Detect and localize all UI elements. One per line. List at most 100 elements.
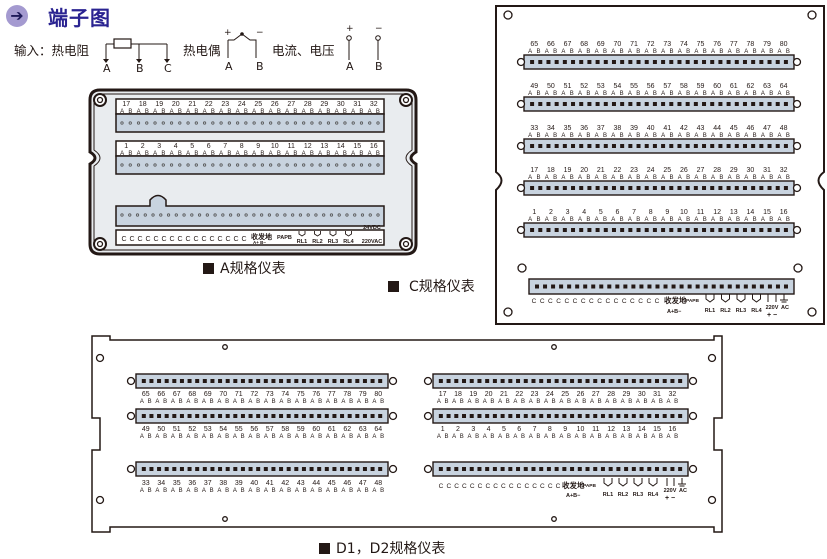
panel-c-row-0-number: 65 (530, 41, 538, 48)
terminal-pin (516, 467, 521, 471)
screw-center (402, 96, 410, 104)
terminal-pin (654, 414, 659, 418)
panel-d-right-row-1-sub-a: A (483, 434, 487, 440)
rtd-terminal-a: A (103, 62, 111, 75)
panel-d-right-row-0-number: 17 (439, 391, 447, 398)
panel-d-right-row-0-sub-b: B (536, 399, 540, 405)
panel-a-top-row-sub-b: B (128, 109, 132, 115)
terminal-pin (446, 467, 451, 471)
panel-c-row-2-sub-a: A (678, 133, 682, 139)
terminal-screw (120, 213, 124, 217)
terminal-screw (219, 121, 223, 125)
terminal-pin (639, 284, 644, 289)
panel-a-bottom-row-sub-a: A (269, 151, 273, 157)
terminal-pin (603, 102, 608, 106)
comm-label: 收发地 (664, 295, 687, 305)
terminal-pin (562, 144, 567, 148)
panel-d-left-row-1-sub-a: A (310, 434, 314, 440)
terminal-pin (530, 186, 535, 190)
panel-c-row-1-number: 55 (630, 83, 638, 90)
terminal-pin (742, 144, 747, 148)
terminal-pin (546, 228, 551, 232)
panel-a-bottom-row-sub-a: A (368, 151, 372, 157)
panel-d-left-row-2-sub-b: B (256, 488, 260, 494)
terminal-pin (554, 102, 559, 106)
terminal-pin (362, 414, 367, 418)
panel-d-right-row-1-sub-b: B (490, 434, 494, 440)
screw-center (96, 240, 104, 248)
panel-d-right-row-1-number: 4 (487, 426, 491, 433)
panel-d-left-row-2-sub-b: B (380, 488, 384, 494)
terminal-pin (579, 60, 584, 64)
panel-d-left-row-0-sub-a: A (155, 399, 159, 405)
panel-a-bottom-row-sub-a: A (285, 151, 289, 157)
terminal-pin (454, 467, 459, 471)
panel-c-row-2-number: 41 (663, 125, 671, 132)
panel-d-right-row-1-sub-a: A (651, 434, 655, 440)
terminal-pin (685, 228, 690, 232)
c-terminal-label: C (478, 483, 483, 490)
panel-c-row-0-sub-b: B (553, 49, 557, 55)
panel-c-row-1-number: 54 (614, 83, 622, 90)
terminal-pin (587, 144, 592, 148)
terminal-pin (759, 284, 764, 289)
terminal-pin (628, 60, 633, 64)
panel-d-left-row-2-sub-b: B (179, 488, 183, 494)
terminal-pin (783, 186, 788, 190)
terminal-pin (286, 379, 291, 383)
panel-c-row-2-number: 33 (530, 125, 538, 132)
panel-d-left-row-2-sub-b: B (225, 488, 229, 494)
panel-d-right-row-0-sub-a: A (529, 399, 533, 405)
c-terminal-label: C (470, 483, 475, 490)
panel-d-right-row-0-sub-b: B (506, 399, 510, 405)
terminal-pin (370, 414, 375, 418)
panel-a-bottom-row-sub-b: B (359, 151, 363, 157)
terminal-pin (577, 379, 582, 383)
panel-c-row-1-sub-a: A (761, 91, 765, 97)
panel-c-row-1-number: 59 (697, 83, 705, 90)
panel-d-left-row-1-sub-b: B (318, 434, 322, 440)
panel-c-row-2-sub-a: A (694, 133, 698, 139)
terminal-pin (677, 186, 682, 190)
terminal-screw (376, 163, 380, 167)
panel-a-bottom-row-sub-a: A (252, 151, 256, 157)
panel-c-row-1-sub-b: B (753, 91, 757, 97)
terminal-pin (523, 414, 528, 418)
panel-c-row-4-number: 4 (582, 209, 586, 216)
panel-c-row-3-number: 31 (763, 167, 771, 174)
panel-d-left-row-1-number: 52 (188, 426, 196, 433)
panel-c-row-2-number: 45 (730, 125, 738, 132)
panel-d-left-row-0-sub-b: B (334, 399, 338, 405)
terminal-pin (347, 379, 352, 383)
panel-d-left-row-2-sub-a: A (171, 488, 175, 494)
panel-d-left-row-0-sub-a: A (279, 399, 283, 405)
terminal-pin (546, 60, 551, 64)
terminal-screw (151, 213, 155, 217)
panel-c-row-3-sub-b: B (536, 175, 540, 181)
comm-sub-label: A+B− (667, 309, 681, 315)
terminal-pin (670, 379, 675, 383)
panel-c-row-0-sub-a: A (645, 49, 649, 55)
panel-d-left-row-1-number: 64 (374, 426, 382, 433)
panel-c-row-0-sub-b: B (719, 49, 723, 55)
terminal-pin (577, 414, 582, 418)
panel-a-bottom-row-sub-b: B (376, 151, 380, 157)
c-terminal-label: C (646, 298, 651, 305)
panel-d-right-row-1-number: 2 (456, 426, 460, 433)
terminal-pin (164, 467, 169, 471)
panel-a-bottom-row-number: 15 (353, 143, 361, 150)
panel-d-right-row-1-sub-a: A (590, 434, 594, 440)
terminal-pin (587, 186, 592, 190)
panel-d-left-row-0-sub-a: A (140, 399, 144, 405)
terminal-pin (562, 228, 567, 232)
terminal-pin (620, 60, 625, 64)
panel-c-row-4-sub-b: B (570, 217, 574, 223)
terminal-strip-lower (115, 194, 385, 227)
terminal-strip-bottom (528, 278, 795, 295)
c-terminal-label: C (556, 298, 561, 305)
panel-d-right-row-0-sub-b: B (613, 399, 617, 405)
panel-a-bottom-row-sub-a: A (170, 151, 174, 157)
power-ac-label: 220VAC (362, 239, 382, 245)
terminal-pin (767, 228, 772, 232)
